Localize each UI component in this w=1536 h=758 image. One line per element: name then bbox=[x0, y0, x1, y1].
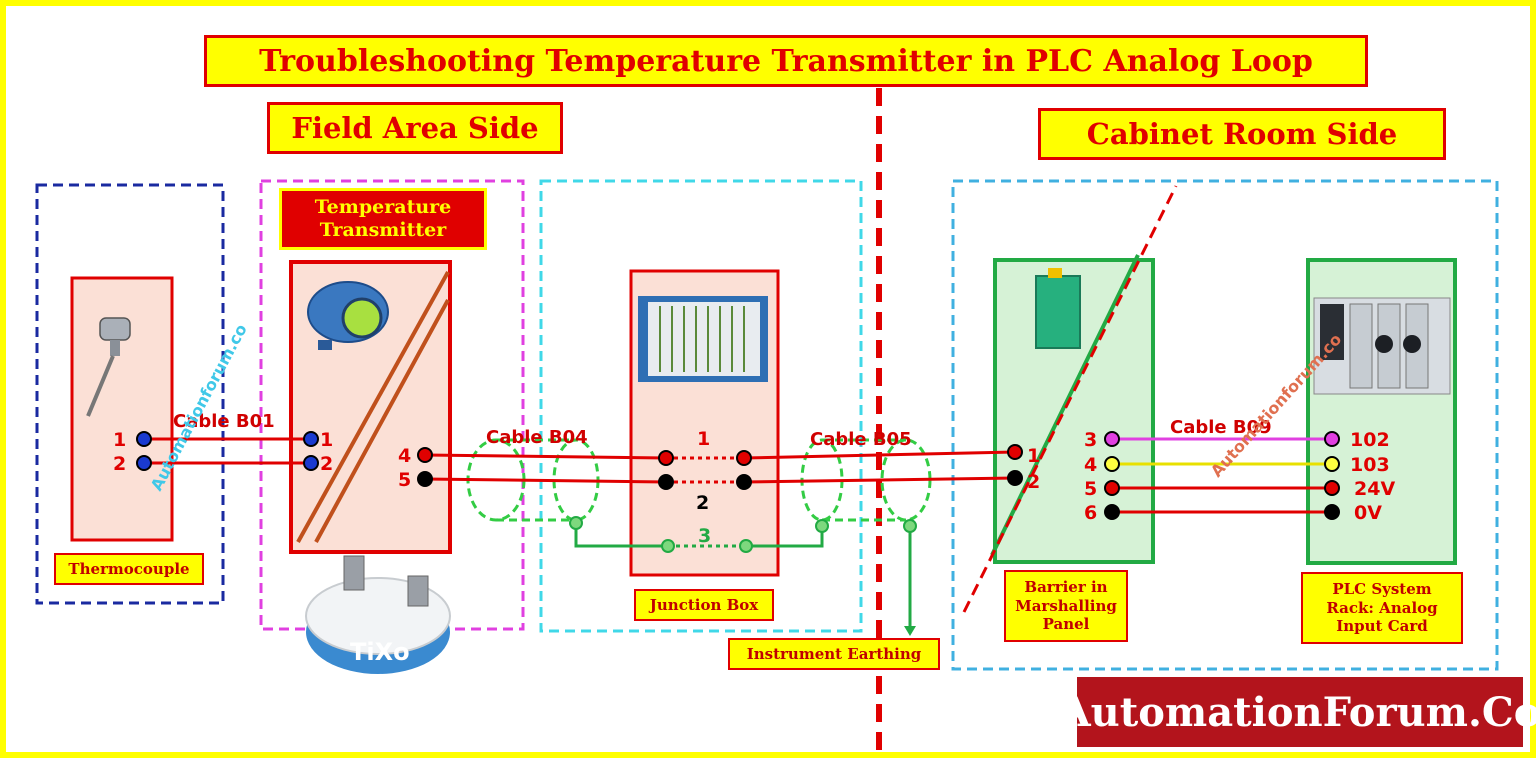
tt-out-terminal-5: 5 bbox=[398, 469, 411, 491]
terminal-dot bbox=[136, 455, 152, 471]
terminal-dot bbox=[1324, 431, 1340, 447]
junction-box-group bbox=[539, 179, 863, 633]
instrument-earthing-label: Instrument Earthing bbox=[728, 638, 940, 670]
barrier-in-terminal-2: 2 bbox=[1027, 471, 1040, 493]
cable-b01-wires bbox=[144, 437, 311, 465]
terminal-dot bbox=[739, 539, 753, 553]
terminal-dot bbox=[736, 474, 752, 490]
barrier-out-terminal-5: 5 bbox=[1084, 478, 1097, 500]
tc-terminal-2: 2 bbox=[113, 453, 126, 475]
plc-label: PLC System Rack: Analog Input Card bbox=[1301, 572, 1463, 644]
tc-terminal-1: 1 bbox=[113, 429, 126, 451]
terminal-dot bbox=[1104, 504, 1120, 520]
svg-text:TiXo: TiXo bbox=[350, 638, 410, 666]
terminal-dot bbox=[1007, 444, 1023, 460]
transmitter-heading: Temperature Transmitter bbox=[279, 188, 487, 250]
plc-terminal-24v: 24V bbox=[1354, 478, 1395, 500]
page-title: Troubleshooting Temperature Transmitter … bbox=[204, 35, 1368, 87]
field-area-heading: Field Area Side bbox=[267, 102, 563, 154]
cabinet-room-heading: Cabinet Room Side bbox=[1038, 108, 1446, 160]
terminal-dot bbox=[658, 450, 674, 466]
terminal-dot bbox=[1104, 456, 1120, 472]
brand-logo: AutomationForum.Co bbox=[1060, 677, 1536, 747]
terminal-dot bbox=[1324, 456, 1340, 472]
jb-terminal-2: 2 bbox=[696, 492, 709, 514]
cabinet-group bbox=[951, 179, 1499, 671]
cable-b09-label: Cable B09 bbox=[1170, 417, 1272, 438]
terminal-dot bbox=[1104, 431, 1120, 447]
junction-box-photo-icon bbox=[638, 296, 768, 382]
tt-in-terminal-1: 1 bbox=[320, 429, 333, 451]
thermocouple-group bbox=[35, 183, 225, 605]
cable-b09-wires bbox=[1112, 437, 1332, 514]
terminal-dot bbox=[815, 519, 829, 533]
barrier-out-terminal-4: 4 bbox=[1084, 454, 1097, 476]
terminal-dot bbox=[736, 450, 752, 466]
barrier-module-icon bbox=[1035, 268, 1081, 349]
junction-box-label: Junction Box bbox=[634, 589, 774, 621]
transmitter-isolation-line-2 bbox=[314, 299, 450, 543]
head-mount-transmitter-icon: TiXo bbox=[305, 555, 451, 674]
barrier-in-terminal-1: 1 bbox=[1027, 445, 1040, 467]
plc-rack-icon bbox=[1313, 297, 1451, 395]
junction-box-links bbox=[666, 456, 746, 548]
terminal-dot bbox=[1324, 504, 1340, 520]
transmitter-isolation-line-1 bbox=[296, 271, 450, 543]
terminal-dots bbox=[136, 431, 1340, 553]
plc-terminal-103: 103 bbox=[1350, 454, 1390, 476]
terminal-dot bbox=[661, 539, 675, 553]
transmitter-device-icon bbox=[307, 281, 389, 350]
tt-in-terminal-2: 2 bbox=[320, 453, 333, 475]
thermocouple-probe-icon bbox=[86, 317, 131, 417]
hazardous-boundary-line bbox=[962, 185, 1178, 613]
tt-out-terminal-4: 4 bbox=[398, 445, 411, 467]
terminal-dot bbox=[303, 431, 319, 447]
barrier-out-terminal-6: 6 bbox=[1084, 502, 1097, 524]
terminal-dot bbox=[303, 455, 319, 471]
terminal-dot bbox=[417, 447, 433, 463]
cable-b01-label: Cable B01 bbox=[173, 411, 275, 432]
plc-terminal-0v: 0V bbox=[1354, 502, 1382, 524]
terminal-dot bbox=[903, 519, 917, 533]
cable-b05-wires bbox=[743, 450, 1016, 484]
terminal-dot bbox=[136, 431, 152, 447]
terminal-dot bbox=[417, 471, 433, 487]
terminal-dot bbox=[569, 516, 583, 530]
barrier-out-terminal-3: 3 bbox=[1084, 429, 1097, 451]
jb-terminal-1: 1 bbox=[697, 428, 710, 450]
terminal-dot bbox=[658, 474, 674, 490]
cable-b05-label: Cable B05 bbox=[810, 429, 912, 450]
terminal-dot bbox=[1007, 470, 1023, 486]
cable-b04-wires bbox=[424, 453, 667, 484]
barrier-label: Barrier in Marshalling Panel bbox=[1004, 570, 1128, 642]
terminal-dot bbox=[1104, 480, 1120, 496]
plc-terminal-102: 102 bbox=[1350, 429, 1390, 451]
terminal-dot bbox=[1324, 480, 1340, 496]
thermocouple-label: Thermocouple bbox=[54, 553, 204, 585]
cable-b04-label: Cable B04 bbox=[486, 427, 588, 448]
jb-terminal-3: 3 bbox=[698, 525, 711, 547]
